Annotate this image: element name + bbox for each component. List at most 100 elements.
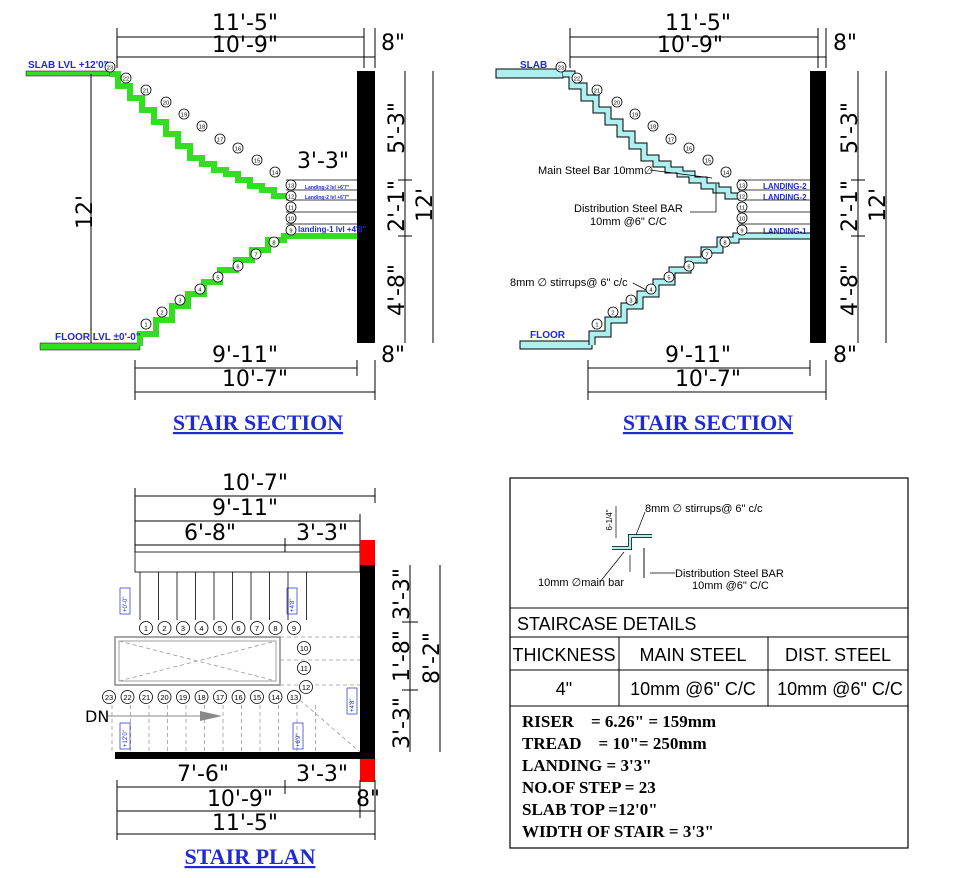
dim-bottom-flight: 9'-11"	[212, 343, 278, 368]
step-number-19: 19	[629, 108, 641, 120]
svg-text:6: 6	[236, 264, 239, 270]
detail-note-main-bar: 10mm ∅main bar	[538, 577, 624, 589]
dim-mid-height: 2'-1"	[385, 180, 410, 232]
step-number-10: 10	[736, 212, 748, 224]
table-header-thickness: THICKNESS	[512, 645, 615, 665]
title-stair-section-right: STAIR SECTION	[623, 410, 793, 435]
step-number-22: 22	[120, 72, 132, 84]
direction-arrow-icon	[200, 711, 222, 721]
level-tag-4: +6'9"	[296, 734, 302, 747]
step-number-22: 22	[120, 690, 135, 704]
detail-note-dist-line1: Distribution Steel BAR	[675, 568, 784, 580]
wall	[810, 71, 826, 343]
dim-flight-width: 10'-9"	[212, 33, 278, 58]
dim-right-lower: 3'-3"	[390, 697, 415, 749]
table-value-thickness: 4"	[556, 679, 572, 699]
step-number-13: 13	[736, 179, 748, 191]
floor-concrete	[39, 342, 141, 351]
svg-text:14: 14	[723, 170, 730, 176]
upper-flight	[110, 71, 286, 199]
svg-text:12: 12	[739, 194, 745, 200]
dim-top-total: 10'-7"	[222, 471, 288, 496]
svg-text:1: 1	[595, 322, 598, 328]
step-number-4: 4	[194, 283, 206, 295]
svg-text:2: 2	[160, 310, 163, 316]
dim-bottom-steps: 7'-6"	[177, 762, 229, 787]
step-number-16: 16	[683, 142, 695, 154]
step-number-17: 17	[665, 133, 677, 145]
plan-wall-red-top	[360, 540, 375, 565]
slab-concrete	[25, 70, 111, 77]
step-number-12: 12	[285, 190, 297, 202]
spec-no-of-step: NO.OF STEP = 23	[522, 778, 656, 797]
dim-bottom-total: 11'-5"	[212, 811, 278, 836]
step-number-2: 2	[607, 306, 619, 318]
step-number-8: 8	[268, 236, 280, 248]
dim-right-upper: 3'-3"	[390, 568, 415, 620]
svg-text:16: 16	[234, 693, 242, 702]
landing-dashes	[280, 636, 361, 753]
svg-text:1: 1	[144, 624, 148, 633]
step-number-3: 3	[176, 621, 190, 635]
detail-note-dist-line2: 10mm @6" C/C	[692, 580, 769, 592]
dim-bottom-flight: 9'-11"	[665, 343, 731, 368]
note-distribution-bar-line1: Distribution Steel BAR	[574, 203, 683, 215]
top-dimensions	[116, 28, 376, 68]
mid-landing	[114, 636, 281, 686]
svg-text:9: 9	[740, 228, 743, 234]
landing-1-label: landing-1 lvl +4'8"	[298, 225, 366, 234]
svg-text:4: 4	[198, 287, 202, 293]
svg-text:5: 5	[216, 275, 219, 281]
dim-bottom-wall: 8"	[833, 343, 857, 368]
svg-text:11: 11	[300, 664, 308, 673]
dim-total-width: 11'-5"	[212, 11, 278, 36]
dim-top-steps: 6'-8"	[184, 521, 236, 546]
svg-text:1: 1	[144, 322, 147, 328]
step-number-1: 1	[140, 318, 152, 330]
wall	[357, 71, 375, 343]
step-number-18: 18	[196, 120, 208, 132]
table-header-dist-steel: DIST. STEEL	[785, 645, 891, 665]
slab-level-label: SLAB LVL +12'0"	[28, 60, 109, 71]
svg-text:3: 3	[629, 298, 632, 304]
dim-total-width: 11'-5"	[665, 11, 731, 36]
lower-flight	[588, 232, 810, 345]
svg-text:13: 13	[290, 693, 298, 702]
svg-text:18: 18	[197, 693, 205, 702]
svg-text:8: 8	[723, 240, 726, 246]
spec-riser: RISER = 6.26" = 159mm	[522, 712, 716, 731]
svg-text:21: 21	[594, 88, 600, 94]
step-number-16: 16	[232, 142, 244, 154]
note-distribution-bar-line2: 10mm @6" C/C	[590, 216, 667, 228]
dim-wall-thickness: 8"	[833, 31, 857, 56]
floor-concrete	[519, 340, 593, 350]
svg-text:12: 12	[302, 683, 310, 692]
step-number-4: 4	[645, 283, 657, 295]
dim-upper-height: 5'-3"	[385, 102, 410, 154]
dim-bottom-landing: 3'-3"	[296, 762, 348, 787]
svg-text:21: 21	[142, 693, 150, 702]
staircase-details: 8mm ∅ stirrups@ 6" c/c 10mm ∅main bar Di…	[509, 477, 909, 849]
svg-text:10: 10	[739, 216, 745, 222]
level-tag-1: +0'-0"	[123, 597, 129, 612]
step-number-12: 12	[299, 680, 313, 694]
upper-treads	[139, 572, 307, 620]
dim-total-height-right: 12'	[413, 188, 438, 222]
spec-tread: TREAD = 10"= 250mm	[522, 734, 707, 753]
step-number-12: 12	[736, 190, 748, 202]
step-number-6: 6	[231, 621, 246, 635]
svg-text:23: 23	[105, 693, 113, 702]
svg-text:6: 6	[236, 624, 240, 633]
svg-text:10: 10	[300, 644, 308, 653]
bottom-dimensions	[134, 360, 376, 400]
svg-text:8: 8	[272, 240, 275, 246]
dim-upper-height: 5'-3"	[838, 102, 863, 154]
dim-wall-thickness: 8"	[381, 31, 405, 56]
svg-text:15: 15	[254, 158, 260, 164]
bottom-dimensions	[587, 360, 827, 400]
step-number-7: 7	[250, 248, 262, 260]
svg-text:4: 4	[649, 287, 653, 293]
dim-lower-height: 4'-8"	[385, 264, 410, 316]
svg-text:22: 22	[123, 76, 129, 82]
